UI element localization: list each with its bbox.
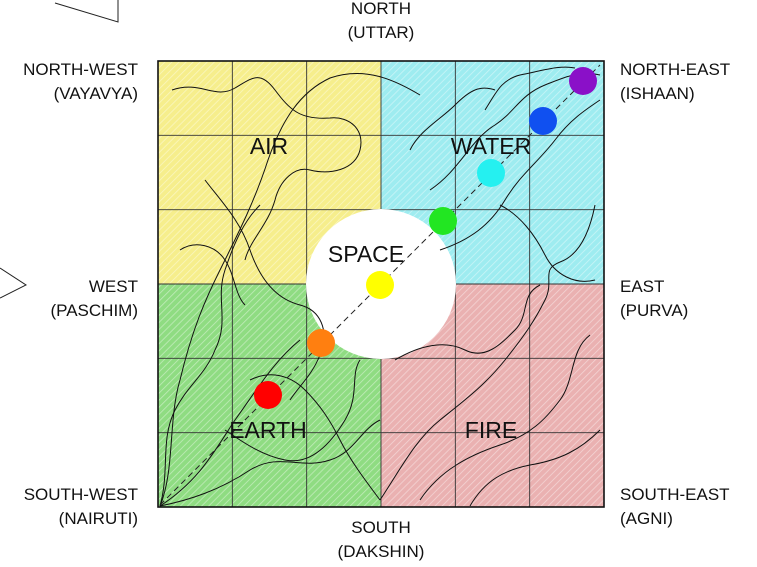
plot-border bbox=[157, 60, 605, 508]
northwest-label: NORTH-WEST bbox=[23, 60, 138, 79]
cyan-dot bbox=[477, 159, 505, 187]
north-label: NORTH bbox=[351, 0, 411, 18]
south-sublabel: (DAKSHIN) bbox=[338, 542, 425, 561]
southwest-sublabel: (NAIRUTI) bbox=[59, 509, 138, 528]
violet-dot bbox=[569, 67, 597, 95]
northeast-label: NORTH-EAST bbox=[620, 60, 730, 79]
space-label: SPACE bbox=[328, 241, 404, 267]
contour-lines bbox=[159, 66, 601, 507]
blue-dot bbox=[529, 107, 557, 135]
northwest-sublabel: (VAYAVYA) bbox=[54, 84, 138, 103]
north-arrow-fragment bbox=[54, 0, 119, 23]
southwest-label: SOUTH-WEST bbox=[24, 485, 138, 504]
west-sublabel: (PASCHIM) bbox=[50, 301, 138, 320]
north-sublabel: (UTTAR) bbox=[348, 23, 415, 42]
west-arrow-fragment bbox=[0, 267, 28, 299]
orange-dot bbox=[307, 329, 335, 357]
fire-label: FIRE bbox=[465, 417, 517, 443]
west-label: WEST bbox=[89, 277, 138, 296]
water-label: WATER bbox=[451, 133, 532, 159]
red-dot bbox=[254, 381, 282, 409]
air-label: AIR bbox=[250, 133, 288, 159]
earth-label: EARTH bbox=[229, 417, 307, 443]
green-dot bbox=[429, 207, 457, 235]
south-label: SOUTH bbox=[351, 518, 411, 537]
southeast-label: SOUTH-EAST bbox=[620, 485, 730, 504]
southeast-sublabel: (AGNI) bbox=[620, 509, 673, 528]
east-sublabel: (PURVA) bbox=[620, 301, 688, 320]
northeast-sublabel: (ISHAAN) bbox=[620, 84, 695, 103]
east-label: EAST bbox=[620, 277, 664, 296]
yellow-dot bbox=[366, 271, 394, 299]
